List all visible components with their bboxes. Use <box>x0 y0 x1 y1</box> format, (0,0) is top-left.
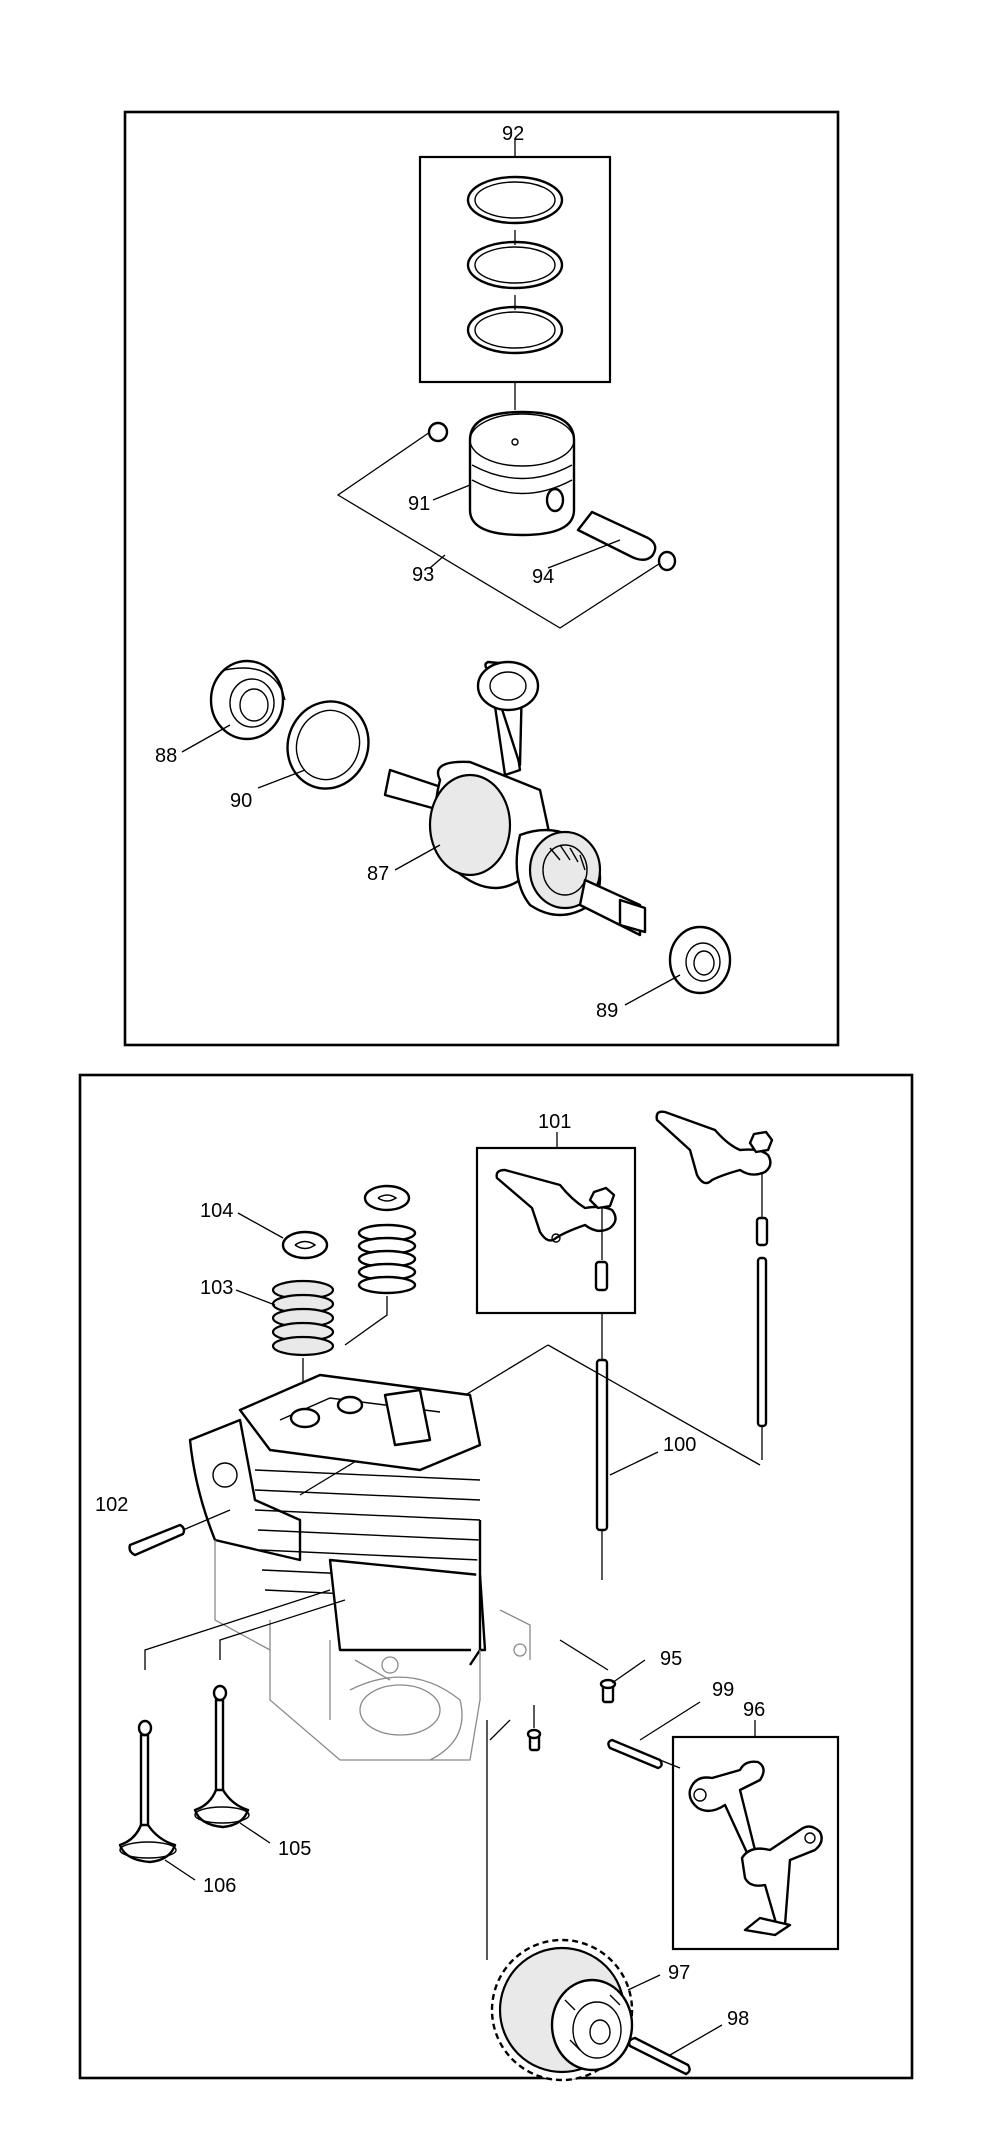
callout-95: 95 <box>660 1648 682 1670</box>
callout-103: 103 <box>200 1277 233 1299</box>
piston-pin <box>576 510 657 561</box>
intake-valve-105 <box>193 1684 250 1829</box>
callout-99: 99 <box>712 1679 734 1701</box>
upper-leaders <box>181 484 681 1006</box>
callout-100: 100 <box>663 1434 696 1456</box>
bearing-89 <box>668 925 732 995</box>
part-95 <box>526 1639 646 1752</box>
callout-106: 106 <box>203 1875 236 1897</box>
callout-88: 88 <box>155 745 177 767</box>
callout-98: 98 <box>727 2008 749 2030</box>
lower-leaders <box>235 1212 284 1306</box>
shim-90 <box>286 700 370 790</box>
pin-98 <box>627 2024 723 2076</box>
callout-102: 102 <box>95 1494 128 1516</box>
rocker-arm-box <box>475 1146 637 1315</box>
bearing-88 <box>209 659 286 741</box>
lower-panel-frame <box>78 1073 914 2080</box>
valve-spring-103 <box>271 1279 335 1357</box>
pin-102 <box>128 1509 231 1557</box>
cylinder-block <box>188 1373 531 1761</box>
valve-spring-right <box>357 1223 417 1295</box>
callout-labels: 92 91 93 94 88 90 87 89 101 104 103 100 … <box>95 123 765 2030</box>
callout-96: 96 <box>743 1699 765 1721</box>
piston <box>468 410 576 537</box>
lever-set <box>671 1720 840 1951</box>
circlip-left <box>427 421 449 443</box>
crankshaft <box>383 660 647 937</box>
callout-91: 91 <box>408 493 430 515</box>
crankshaft-assembly <box>209 659 732 995</box>
callout-97: 97 <box>668 1962 690 1984</box>
gear-97 <box>490 1938 634 2082</box>
valves <box>118 1589 346 1881</box>
circlip-right <box>657 550 677 572</box>
callout-101: 101 <box>538 1111 571 1133</box>
rocker-arm-exploded <box>655 1110 774 1460</box>
piston-ring-set <box>418 140 612 410</box>
push-rod-right <box>756 1256 768 1428</box>
callout-90: 90 <box>230 790 252 812</box>
exhaust-valve-106 <box>118 1719 177 1864</box>
callout-92: 92 <box>502 123 524 145</box>
pin-99 <box>607 1701 701 1770</box>
callout-105: 105 <box>278 1838 311 1860</box>
callout-89: 89 <box>596 1000 618 1022</box>
valve-cap-104 <box>281 1230 329 1260</box>
callout-93: 93 <box>412 564 434 586</box>
cam-gear <box>486 1719 723 2082</box>
upper-panel-frame <box>123 110 840 1047</box>
rocker-arm-set <box>475 1132 637 1360</box>
piston-assembly <box>336 410 677 629</box>
callout-94: 94 <box>532 566 554 588</box>
callout-104: 104 <box>200 1200 233 1222</box>
valve-springs <box>271 1184 417 1450</box>
callout-87: 87 <box>367 863 389 885</box>
